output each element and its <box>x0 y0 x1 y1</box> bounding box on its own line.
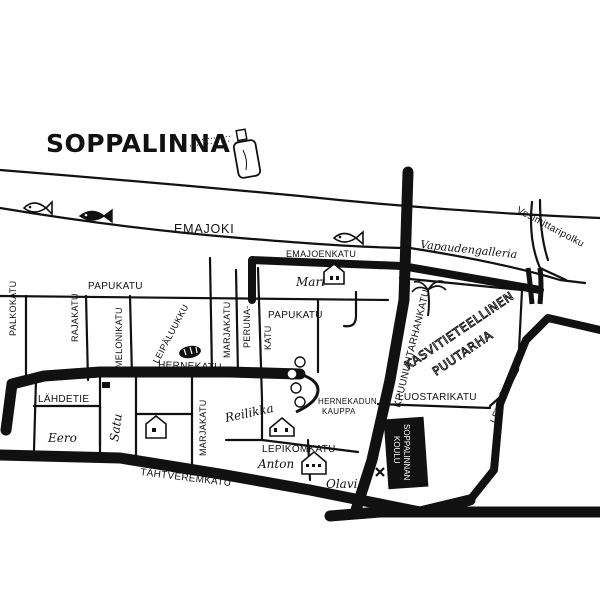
label-hernekadun: HERNEKADUN <box>318 397 377 406</box>
fish-icon <box>22 200 53 216</box>
street-marjakatu-north <box>234 268 240 376</box>
place-satu: Satu <box>107 413 125 443</box>
label-katu: KATU <box>263 325 273 350</box>
main-streets <box>0 166 600 522</box>
label-vesimittaripolku: Vesimittaripolku <box>515 205 586 250</box>
label-palkokatu: PALKOKATU <box>8 281 18 336</box>
label-kauppa: KAUPPA <box>322 407 356 416</box>
school-label-1: SOPPALINNAN <box>402 424 411 481</box>
title-text: SOPPALINNA <box>46 129 231 158</box>
school-x-icon <box>375 467 385 477</box>
school-label-2: KOULU <box>392 436 401 464</box>
map-title: SOPPALINNA <box>46 128 262 179</box>
place-anton: Anton <box>257 457 294 471</box>
label-marjakatu-south: MARJAKATU <box>198 399 208 456</box>
bread-icon <box>179 345 201 359</box>
label-peruna: PERUNA- <box>242 305 252 348</box>
street-emajoenkatu <box>248 256 544 304</box>
label-lepikomkatu: LEPIKOMKATU <box>262 444 336 455</box>
street-papukatu <box>0 294 390 302</box>
street-kruununtarhankatu <box>350 166 414 516</box>
house-icon <box>323 262 345 285</box>
street-island <box>295 372 320 414</box>
street-leipaluukku <box>208 256 214 376</box>
street-melonikatu <box>128 294 134 378</box>
place-mari: Mari <box>295 275 325 289</box>
street-perunakatu <box>256 266 264 402</box>
street-rajakatu <box>84 294 90 382</box>
label-melonikatu: MELONIKATU <box>114 307 124 368</box>
label-rajakatu: RAJAKATU <box>70 293 80 342</box>
market-stalls-icon <box>286 356 306 408</box>
street-tahtveremkatu-east <box>324 506 600 522</box>
place-olavi: Olavi <box>326 477 358 491</box>
label-luostarikatu: LUOSTARIKATU <box>398 392 477 403</box>
label-papukatu: PAPUKATU <box>88 281 143 292</box>
label-hernekatu: HERNEKATU <box>158 360 222 373</box>
label-lahdetie: LÄHDETIE <box>38 393 89 405</box>
street-grid <box>0 256 524 482</box>
river-bank-north <box>0 168 600 220</box>
place-reilikka: Reilikka <box>223 401 275 425</box>
house-icon <box>301 450 327 475</box>
bench-icon <box>102 382 110 388</box>
label-marjakatu-north: MARJAKATU <box>222 301 232 358</box>
street-hernekatu <box>0 366 306 436</box>
street-luostarikatu <box>376 402 492 410</box>
label-papukatu-right: PAPUKATU <box>268 310 323 321</box>
spray-can-icon <box>189 128 262 179</box>
school-building <box>383 416 429 490</box>
fish-icon <box>332 230 364 246</box>
label-emajoenkatu: EMAJOENKATU <box>286 249 356 259</box>
soppalinna-school-block: SOPPALINNAN KOULU <box>383 416 429 490</box>
street-hook <box>342 290 358 328</box>
street-lahdetie-west <box>32 378 38 452</box>
house-icon <box>269 416 295 437</box>
palm-tree-icon <box>411 280 447 317</box>
fish-icon <box>78 208 113 224</box>
house-icon <box>145 414 167 439</box>
river-emajoki: EMAJOKI <box>0 168 600 285</box>
place-eero: Eero <box>47 431 77 445</box>
river-bank-south <box>0 206 587 285</box>
river-label: EMAJOKI <box>174 222 234 236</box>
label-leveakatu: LEVEÄKATU <box>488 364 522 425</box>
